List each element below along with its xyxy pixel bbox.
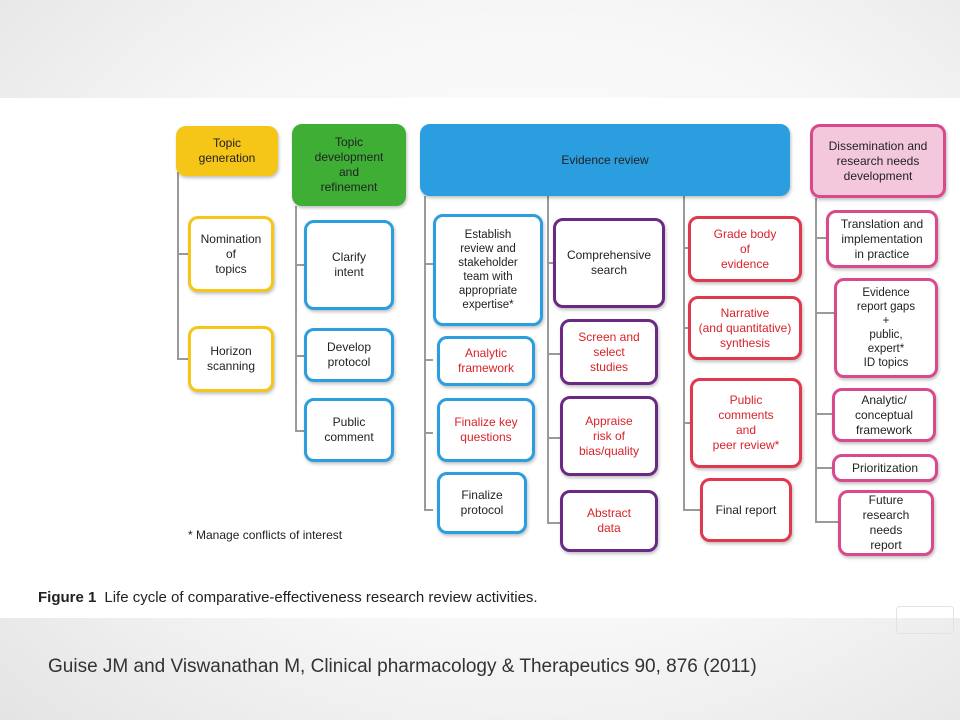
narrative-synthesis-box: Narrative (and quantitative) synthesis <box>688 296 802 360</box>
connector-public <box>295 356 304 432</box>
evidence-report-gaps-box: Evidence report gaps + public, expert* I… <box>834 278 938 378</box>
connector-horizon <box>177 254 188 360</box>
figure-caption-label: Figure 1 <box>38 589 97 606</box>
footnote: * Manage conflicts of interest <box>188 528 343 542</box>
connector-clarify <box>295 206 304 266</box>
prioritization-box: Prioritization <box>832 454 938 482</box>
slide-number-placeholder <box>896 606 954 634</box>
connector-sub2-trunk <box>547 196 560 524</box>
finalize-key-questions-box: Finalize key questions <box>437 398 535 462</box>
grade-body-of-evidence-box: Grade body of evidence <box>688 216 802 282</box>
nomination-of-topics-box: Nomination of topics <box>188 216 274 292</box>
figure-panel: Topic generation Nomination of topics Ho… <box>0 98 960 618</box>
connector-sub3-trunk <box>683 196 700 511</box>
topic-development-header: Topic development and refinement <box>292 124 406 206</box>
horizon-scanning-box: Horizon scanning <box>188 326 274 392</box>
citation: Guise JM and Viswanathan M, Clinical pha… <box>48 656 757 677</box>
final-report-box: Final report <box>700 478 792 542</box>
develop-protocol-box: Develop protocol <box>304 328 394 382</box>
translation-implementation-box: Translation and implementation in practi… <box>826 210 938 268</box>
connector-sub1-trunk <box>424 196 433 511</box>
analytic-framework-box: Analytic framework <box>437 336 535 386</box>
clarify-intent-box: Clarify intent <box>304 220 394 310</box>
connector-dissemination-trunk <box>815 198 838 523</box>
public-comments-peer-review-box: Public comments and peer review* <box>690 378 802 468</box>
figure-caption-text: Life cycle of comparative-effectiveness … <box>104 589 538 606</box>
topic-generation-header: Topic generation <box>176 126 278 176</box>
figure-caption: Figure 1 Life cycle of comparative-effect… <box>38 589 538 606</box>
evidence-review-header: Evidence review <box>420 124 790 196</box>
finalize-protocol-box: Finalize protocol <box>437 472 527 534</box>
future-research-needs-report-box: Future research needs report <box>838 490 934 556</box>
comprehensive-search-box: Comprehensive search <box>553 218 665 308</box>
connector-nomination <box>177 172 188 255</box>
connector-lines <box>177 172 838 524</box>
abstract-data-box: Abstract data <box>560 490 658 552</box>
appraise-risk-of-bias-box: Appraise risk of bias/quality <box>560 396 658 476</box>
analytic-conceptual-framework-box: Analytic/ conceptual framework <box>832 388 936 442</box>
screen-select-studies-box: Screen and select studies <box>560 319 658 385</box>
public-comment-box: Public comment <box>304 398 394 462</box>
dissemination-header: Dissemination and research needs develop… <box>810 124 946 198</box>
establish-review-team-box: Establish review and stakeholder team wi… <box>433 214 543 326</box>
connector-develop <box>295 265 304 357</box>
